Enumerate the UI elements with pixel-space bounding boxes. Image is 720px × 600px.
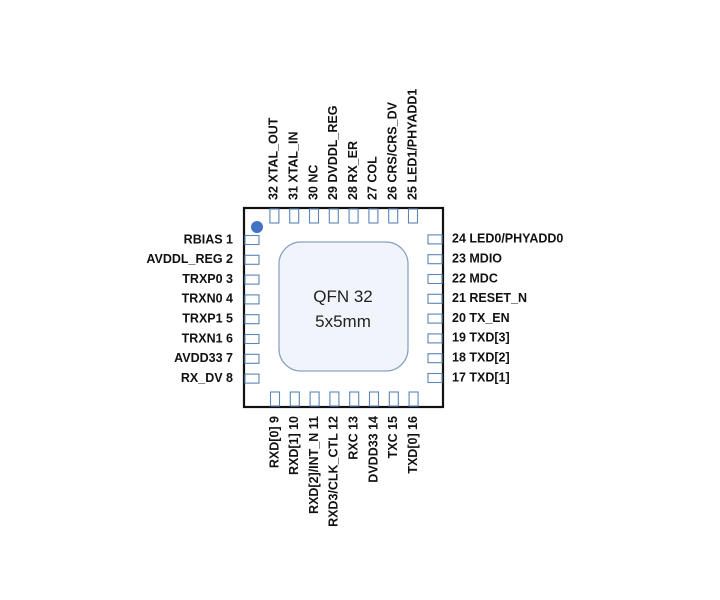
pin-28-pad: [348, 208, 359, 224]
pin-labels: RBIAS 1 AVDDL_REG 2 TRXP0 3 TRXN0 4 TRXP1 5 T…: [146, 89, 563, 527]
pin-23-pad: [427, 254, 443, 265]
pin-12-pad: [329, 391, 340, 407]
pin-19-label: 19 TXD[3]: [452, 331, 510, 345]
pin-12-label: RXD3/CLK_CTL 12: [327, 416, 341, 527]
pin-23-label: 23 MDIO: [452, 251, 502, 265]
pin-24-label: 24 LED0/PHYADD0: [452, 232, 563, 246]
pin-20-pad: [427, 313, 443, 324]
pin-30-pad: [308, 208, 320, 224]
pin-14-label: DVDD33 14: [366, 416, 380, 483]
pin-26-label: 26 CRS/CRS_DV: [385, 101, 399, 200]
pin-16-pad: [408, 391, 419, 407]
pin-2-pad: [244, 254, 260, 265]
pin-25-pad: [407, 208, 419, 224]
pin-9-label: RXD[0] 9: [267, 416, 281, 468]
pin-21-label: 21 RESET_N: [452, 291, 527, 305]
pin-5-pad: [244, 314, 260, 325]
pin-13-pad: [349, 391, 360, 407]
pin-17-label: 17 TXD[1]: [452, 370, 510, 384]
pin-24-pad: [427, 234, 443, 245]
pin-10-pad: [289, 391, 300, 407]
package-size-label: 5x5mm: [315, 312, 371, 331]
pin-18-label: 18 TXD[2]: [452, 350, 510, 364]
pin-32-pad: [269, 208, 280, 224]
pin-20-label: 20 TX_EN: [452, 311, 510, 325]
pin-29-label: 29 DVDDL_REG: [326, 106, 340, 200]
pin-15-label: TXC 15: [386, 416, 400, 458]
pin-10-label: RXD[1] 10: [287, 416, 301, 475]
pin-13-label: RXC 13: [346, 416, 360, 460]
pin-19-pad: [427, 333, 443, 344]
pin-3-label: TRXP0 3: [182, 272, 233, 286]
pin-27-pad: [368, 208, 379, 224]
pin-4-pad: [244, 294, 260, 305]
pin-7-label: AVDD33 7: [174, 351, 233, 365]
pin-15-pad: [388, 391, 399, 407]
pin-11-label: RXD[2]/INT_N 11: [307, 416, 321, 514]
pin-31-pad: [289, 208, 300, 224]
pin-2-label: AVDDL_REG 2: [146, 252, 233, 266]
pin-6-pad: [244, 333, 260, 345]
pin-6-label: TRXN1 6: [182, 331, 233, 345]
pin-22-label: 22 MDC: [452, 271, 498, 285]
pin-21-pad: [427, 293, 443, 304]
pin-26-pad: [388, 208, 399, 224]
pin-5-label: TRXP1 5: [182, 311, 233, 325]
pin-8-pad: [244, 373, 260, 384]
pin-4-label: TRXN0 4: [182, 292, 233, 306]
pin-22-pad: [427, 273, 443, 285]
package-name-label: QFN 32: [313, 287, 373, 306]
pin-pads: [244, 208, 443, 407]
pin-28-label: 28 RX_ER: [346, 141, 360, 200]
pin-25-label: 25 LED1/PHYADD1: [405, 89, 419, 200]
pin-29-pad: [328, 208, 339, 224]
pin-30-label: 30 NC: [306, 165, 320, 200]
pin-32-label: 32 XTAL_OUT: [267, 117, 281, 200]
pin-14-pad: [368, 391, 380, 407]
pin-16-label: TXD[0] 16: [406, 416, 420, 474]
pin-3-pad: [244, 274, 260, 285]
exposed-center-pad: [278, 241, 409, 372]
pin-31-label: 31 XTAL_IN: [286, 131, 300, 200]
pin-17-pad: [427, 372, 443, 384]
pin-7-pad: [244, 353, 260, 364]
pin-18-pad: [427, 353, 443, 364]
pin1-marker-dot: [251, 221, 263, 233]
pin-9-pad: [269, 391, 281, 407]
pin-11-pad: [309, 391, 320, 407]
pin-1-label: RBIAS 1: [184, 232, 233, 246]
pin-1-pad: [244, 234, 260, 246]
pin-8-label: RX_DV 8: [181, 371, 233, 385]
pin-27-label: 27 COL: [366, 156, 380, 200]
